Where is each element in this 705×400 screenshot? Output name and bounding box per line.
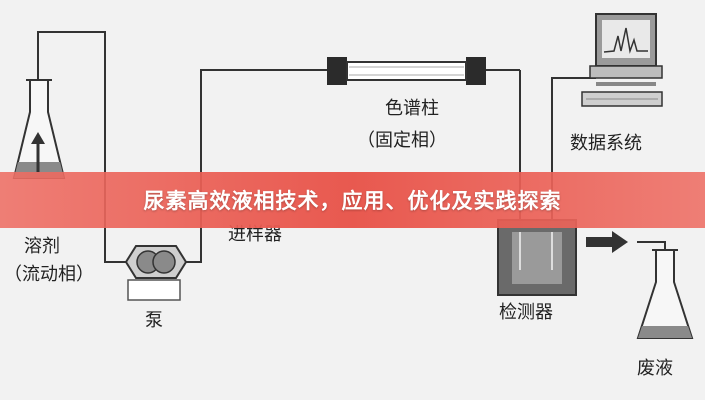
stationary-phase-label: （固定相） bbox=[357, 130, 447, 151]
pump-label: 泵 bbox=[145, 310, 163, 331]
flow-arrow-icon bbox=[586, 231, 628, 253]
computer-icon bbox=[581, 13, 663, 107]
waste-label: 废液 bbox=[637, 358, 673, 379]
solvent-flask-icon bbox=[12, 79, 66, 179]
detector-label: 检测器 bbox=[499, 302, 553, 323]
waste-flask-icon bbox=[636, 249, 694, 339]
detector-icon bbox=[497, 219, 577, 296]
solvent-label: 溶剂 bbox=[24, 236, 60, 257]
injector-label: 进样器 bbox=[228, 224, 282, 245]
data-system-label: 数据系统 bbox=[570, 133, 642, 154]
mobile-phase-label: （流动相） bbox=[4, 264, 94, 285]
title-banner: 尿素高效液相技术，应用、优化及实践探索 bbox=[0, 172, 705, 228]
column-icon bbox=[327, 57, 486, 85]
pump-icon bbox=[124, 245, 188, 301]
banner-title: 尿素高效液相技术，应用、优化及实践探索 bbox=[143, 189, 562, 213]
column-label: 色谱柱 bbox=[385, 98, 439, 119]
